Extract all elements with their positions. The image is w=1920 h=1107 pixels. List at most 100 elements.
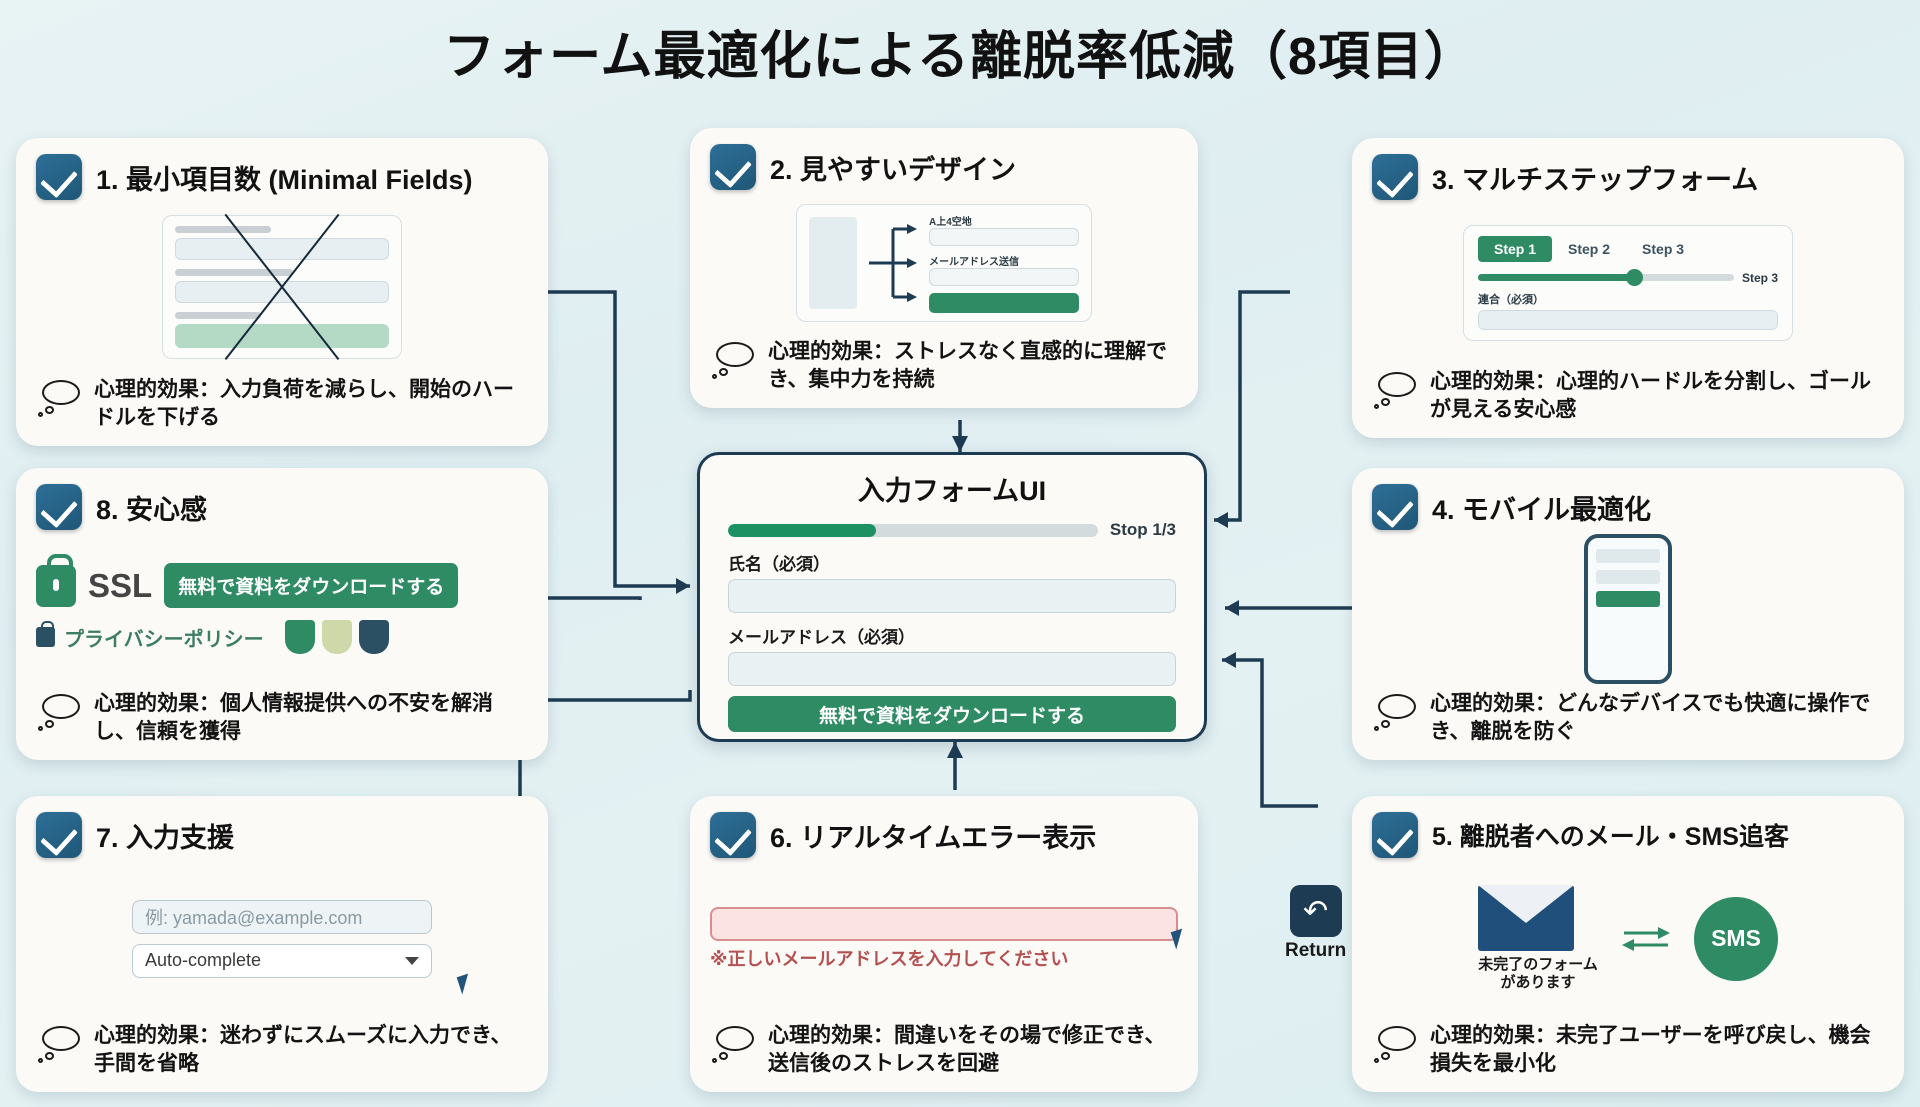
email-input[interactable]: 例: yamada@example.com	[132, 899, 432, 934]
cursor-icon	[1170, 926, 1195, 950]
smartphone-icon	[1584, 533, 1672, 684]
card-title: 8. 安心感	[96, 494, 208, 525]
card-trust-assurance[interactable]: 8. 安心感 SSL 無料で資料をダウンロードする プライバシーポリシー 心理的…	[16, 468, 548, 760]
chevron-down-icon	[405, 956, 419, 965]
envelope-icon	[1478, 885, 1574, 952]
card-input-assist[interactable]: 7. 入力支援 例: yamada@example.com Auto-compl…	[16, 796, 548, 1092]
card-header: 7. 入力支援	[36, 812, 528, 858]
mock-crossed-out-form	[36, 206, 528, 368]
thought-bubble-icon	[1372, 690, 1420, 732]
ssl-row: SSL 無料で資料をダウンロードする	[36, 553, 528, 609]
cursor-icon	[456, 971, 481, 995]
mock-email-sms: 未完了のフォームがあります SMS	[1372, 864, 1884, 1014]
award-badge-icon	[321, 620, 352, 655]
thought-bubble-icon	[36, 690, 84, 732]
flow-arrows-icon	[869, 223, 917, 302]
submit-button[interactable]: 無料で資料をダウンロードする	[728, 696, 1176, 732]
card-caption: 心理的効果：未完了ユーザーを呼び戻し、機会損失を最小化	[1372, 1022, 1884, 1078]
privacy-policy-link[interactable]: プライバシーポリシー	[64, 628, 264, 651]
thought-bubble-icon	[36, 1022, 84, 1064]
shield-check-badge-icon	[284, 620, 315, 655]
download-cta-button[interactable]: 無料で資料をダウンロードする	[164, 563, 459, 609]
return-arrow-icon: ↶	[1289, 885, 1342, 937]
thought-bubble-icon	[710, 1022, 758, 1064]
ssl-label: SSL	[88, 566, 153, 604]
mock-error-field: ※正しいメールアドレスを入力してください	[710, 864, 1195, 1014]
card-title: 1. 最小項目数 (Minimal Fields)	[96, 164, 473, 195]
email-input[interactable]	[728, 652, 1176, 686]
mock-autocomplete: 例: yamada@example.com Auto-complete	[36, 864, 528, 1014]
step-3: Step 3	[1642, 240, 1685, 257]
padlock-icon	[36, 621, 55, 648]
card-header: 2. 見やすいデザイン	[710, 144, 1178, 190]
mock-multi-step: Step 1 Step 2 Step 3 Step 3 連合（必須）	[1372, 206, 1884, 360]
card-header: 1. 最小項目数 (Minimal Fields)	[36, 154, 528, 200]
slider-label: Step 3	[1741, 270, 1778, 285]
card-caption: 心理的効果：心理的ハードルを分割し、ゴールが見える安心感	[1372, 368, 1884, 424]
step-indicator: Step 1 Step 2 Step 3	[1478, 235, 1778, 262]
checkbox-icon	[1372, 154, 1418, 200]
mock-label-2: メールアドレス送信	[929, 256, 1019, 268]
security-shield-badge-icon	[358, 620, 389, 655]
select-value: Auto-complete	[145, 950, 262, 971]
mock-clear-layout: A上4空地 メールアドレス送信	[710, 196, 1178, 330]
card-mobile-optimization[interactable]: 4. モバイル最適化 心理的効果：どんなデバイスでも快適に操作でき、離脱を防ぐ	[1352, 468, 1904, 760]
checkbox-icon	[36, 812, 82, 858]
mock-smartphone	[1372, 533, 1884, 684]
card-header: 5. 離脱者へのメール・SMS追客	[1372, 812, 1884, 858]
mock-trust-badges: SSL 無料で資料をダウンロードする プライバシーポリシー	[36, 536, 528, 682]
card-header: 3. マルチステップフォーム	[1372, 154, 1884, 200]
card-title: 7. 入力支援	[96, 822, 235, 853]
form-ui-panel[interactable]: 入力フォームUI Stop 1/3 氏名（必須） メールアドレス（必須） 無料で…	[697, 452, 1207, 742]
progress-row: Stop 1/3	[728, 520, 1176, 540]
slider-handle[interactable]	[1626, 269, 1644, 287]
mock-label-1: A上4空地	[929, 216, 972, 228]
checkbox-icon	[36, 154, 82, 200]
thought-bubble-icon	[710, 338, 758, 380]
name-field-label: 氏名（必須）	[728, 555, 830, 574]
card-header: 8. 安心感	[36, 484, 528, 530]
thought-bubble-icon	[1372, 368, 1420, 410]
checkbox-icon	[710, 812, 756, 858]
step-1: Step 1	[1478, 235, 1553, 262]
error-message: ※正しいメールアドレスを入力してください	[710, 949, 1069, 970]
thought-bubble-icon	[1372, 1022, 1420, 1064]
checkbox-icon	[710, 144, 756, 190]
checkbox-icon	[1372, 812, 1418, 858]
card-caption: 心理的効果：どんなデバイスでも快適に操作でき、離脱を防ぐ	[1372, 690, 1884, 746]
form-panel-heading: 入力フォームUI	[857, 476, 1047, 506]
card-title: 4. モバイル最適化	[1432, 494, 1652, 525]
progress-label: Stop 1/3	[1109, 520, 1176, 539]
card-header: 6. リアルタイムエラー表示	[710, 812, 1178, 858]
thought-bubble-icon	[36, 376, 84, 418]
checkbox-icon	[1372, 484, 1418, 530]
card-realtime-error[interactable]: 6. リアルタイムエラー表示 ※正しいメールアドレスを入力してください 心理的効…	[690, 796, 1198, 1092]
checkbox-icon	[36, 484, 82, 530]
return-node[interactable]: ↶ Return	[1285, 885, 1346, 962]
card-caption: 心理的効果：ストレスなく直感的に理解でき、集中力を持続	[710, 338, 1178, 394]
sms-icon: SMS	[1694, 896, 1778, 981]
lock-icon	[36, 553, 76, 607]
progress-bar	[728, 523, 1098, 537]
card-header: 4. モバイル最適化	[1372, 484, 1884, 530]
exchange-arrows-icon	[1622, 926, 1670, 951]
card-minimal-fields[interactable]: 1. 最小項目数 (Minimal Fields) 心理的効果：入力負荷を減らし…	[16, 138, 548, 446]
error-input[interactable]	[710, 907, 1178, 942]
privacy-row: プライバシーポリシー	[36, 620, 528, 655]
step-field-label: 連合（必須）	[1478, 293, 1544, 306]
card-title: 6. リアルタイムエラー表示	[770, 822, 1097, 853]
card-clear-design[interactable]: 2. 見やすいデザイン A上4空地 メールアドレス送信 心理的効果：ストレスなく…	[690, 128, 1198, 408]
card-title: 2. 見やすいデザイン	[770, 154, 1017, 185]
card-caption: 心理的効果：間違いをその場で修正でき、送信後のストレスを回避	[710, 1022, 1178, 1078]
autocomplete-select[interactable]: Auto-complete	[132, 943, 432, 978]
card-caption: 心理的効果：迷わずにスムーズに入力でき、手間を省略	[36, 1022, 528, 1078]
name-input[interactable]	[728, 579, 1176, 613]
card-title: 3. マルチステップフォーム	[1432, 164, 1759, 195]
page-title: フォーム最適化による離脱率低減（8項目）	[443, 28, 1477, 86]
step-2: Step 2	[1568, 240, 1611, 257]
mock-text: 未完了のフォームがあります	[1478, 956, 1598, 992]
card-title: 5. 離脱者へのメール・SMS追客	[1432, 823, 1789, 851]
card-caption: 心理的効果：入力負荷を減らし、開始のハードルを下げる	[36, 376, 528, 432]
card-email-sms-followup[interactable]: 5. 離脱者へのメール・SMS追客 未完了のフォームがあります SMS 心理的効…	[1352, 796, 1904, 1092]
card-multi-step-form[interactable]: 3. マルチステップフォーム Step 1 Step 2 Step 3 Step…	[1352, 138, 1904, 438]
